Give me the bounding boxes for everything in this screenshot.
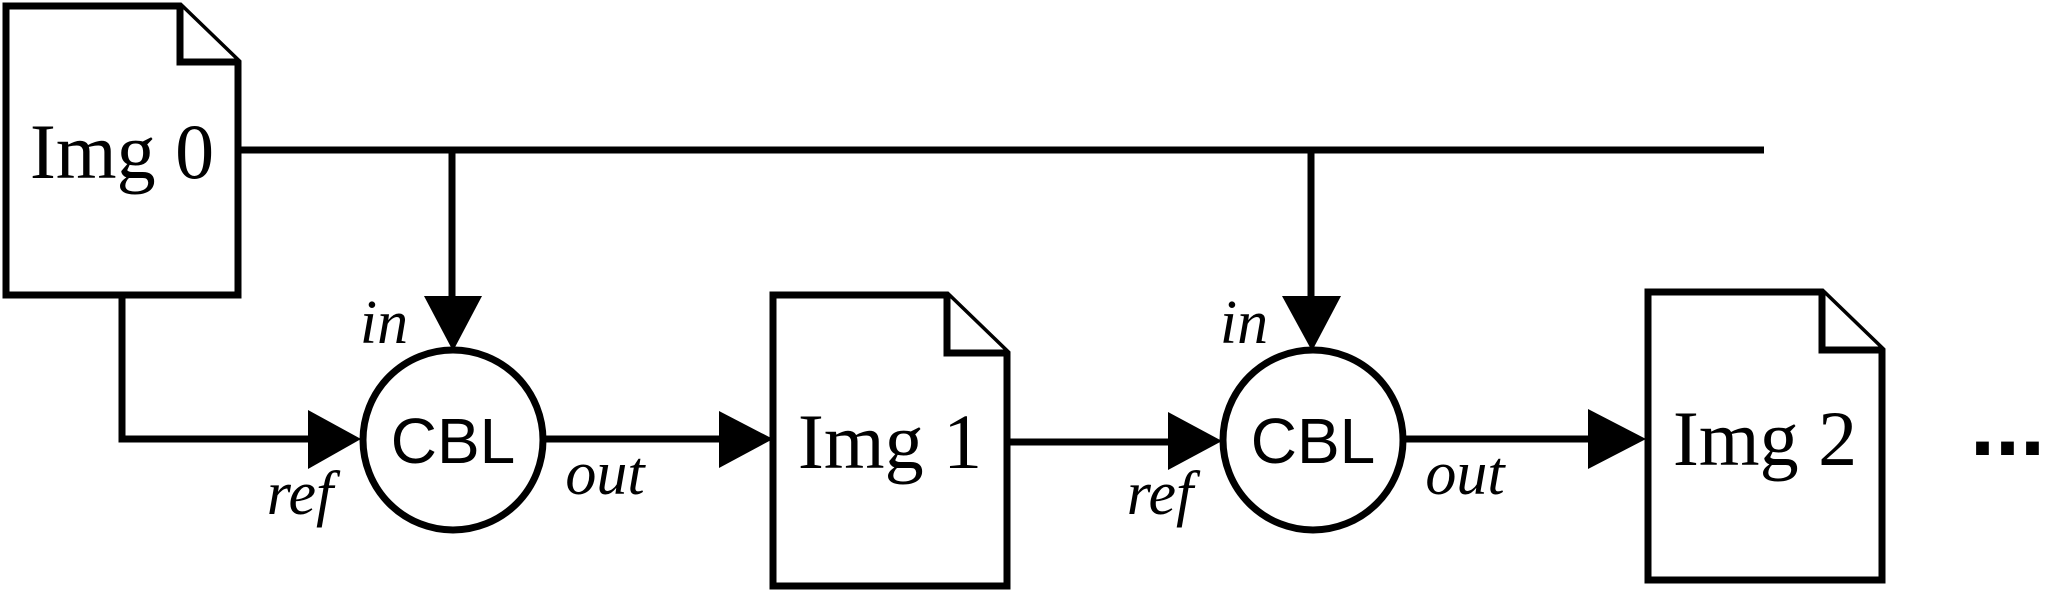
ref-arrowhead-cbl-2 [1168, 412, 1222, 470]
document-img-0: Img 0 [2, 2, 242, 299]
ref-arrowhead-cbl-1 [308, 410, 361, 469]
out-arrowhead-cbl-2 [1588, 409, 1646, 469]
cbl-node-1-label: CBL [391, 405, 516, 477]
document-img-1: Img 1 [769, 291, 1011, 590]
cbl-1-ref-label: ref [267, 460, 341, 528]
cbl-1-out-label: out [565, 440, 646, 508]
document-img-2: Img 2 [1644, 288, 1886, 584]
document-img-2-label: Img 2 [1673, 395, 1857, 482]
cbl-2-ref-label: ref [1127, 460, 1201, 528]
out-arrowhead-cbl-1 [719, 411, 773, 468]
continuation-ellipsis: ... [1970, 375, 2045, 475]
cbl-1-in-label: in [360, 289, 408, 357]
document-img-1-label: Img 1 [798, 398, 982, 485]
cbl-2-out-label: out [1425, 440, 1506, 508]
cbl-node-2-label: CBL [1251, 405, 1376, 477]
cbl-node-1: CBL [359, 346, 547, 534]
cbl-node-2: CBL [1219, 346, 1407, 534]
in-arrowhead-cbl-1 [424, 296, 482, 351]
cbl-2-in-label: in [1220, 289, 1268, 357]
in-arrowhead-cbl-2 [1282, 296, 1341, 351]
ref-line-cbl-1 [118, 295, 312, 443]
document-img-0-label: Img 0 [30, 108, 214, 195]
